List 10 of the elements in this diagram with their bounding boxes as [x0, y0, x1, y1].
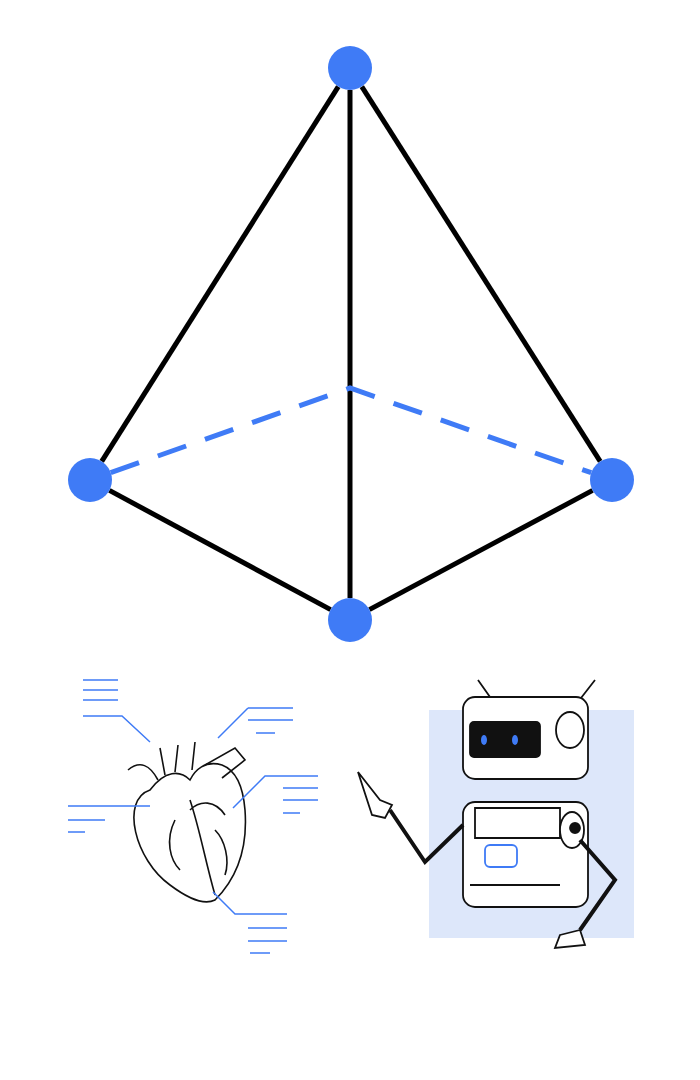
vertex-dot [328, 598, 372, 642]
edge-line [359, 85, 603, 463]
vertex-dot [590, 458, 634, 502]
edge-line [99, 85, 341, 463]
edge-line [347, 90, 353, 598]
edge-line [109, 385, 593, 476]
edge-line [368, 488, 594, 612]
vertex-dot [68, 458, 112, 502]
vertex-dot [328, 46, 372, 90]
edge-line [108, 488, 332, 612]
